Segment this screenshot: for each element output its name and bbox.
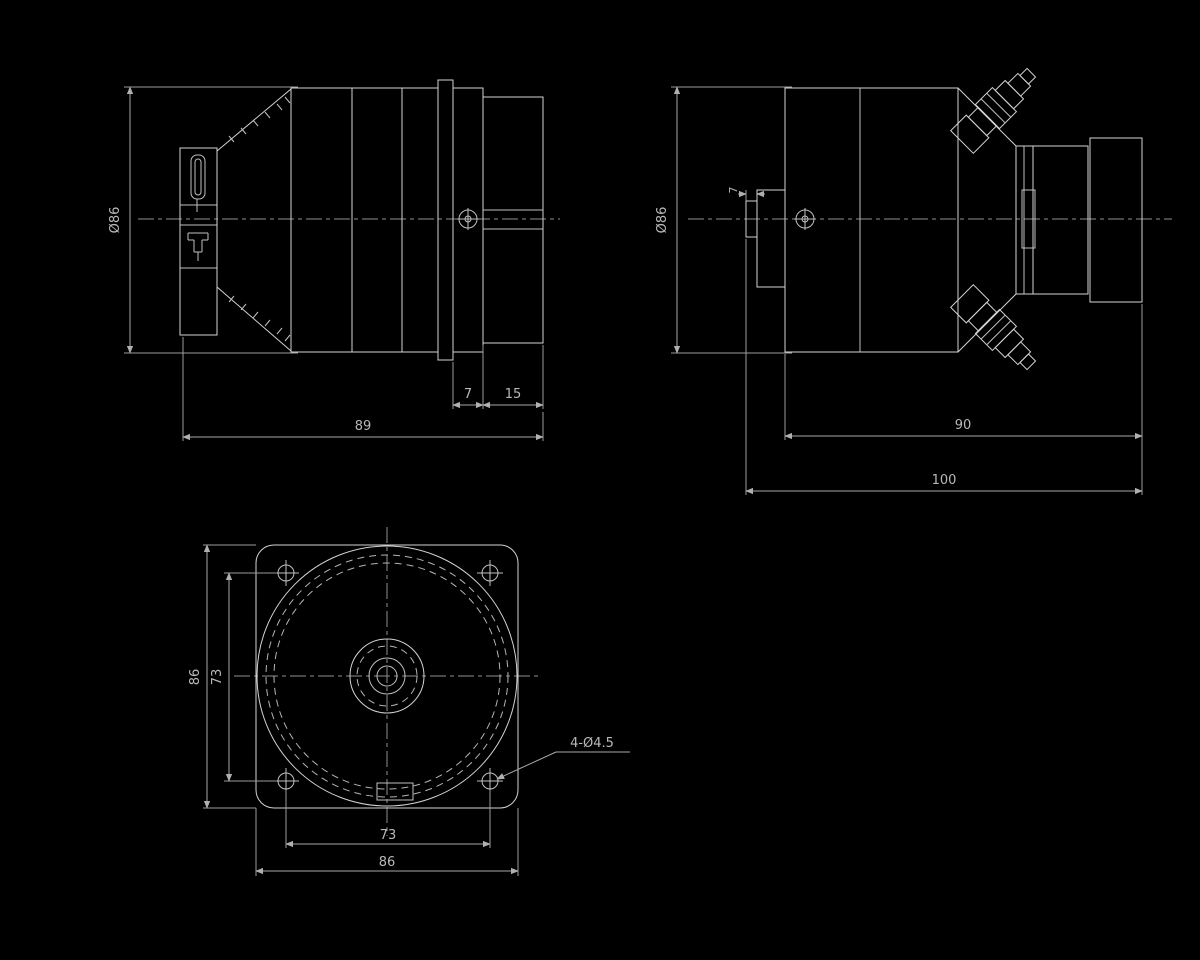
knurl-circle-outer <box>265 554 509 798</box>
dim-pin-label: 7 <box>727 187 740 194</box>
dim-overall-label: 100 <box>932 473 957 488</box>
dimension-pin: 7 <box>727 187 765 201</box>
cone-knurl-ticks-top <box>228 96 291 143</box>
dimension-overall-left: 89 <box>182 337 544 441</box>
main-body <box>784 87 959 353</box>
keyway-detail <box>1021 189 1036 249</box>
screw-symbol <box>457 208 479 230</box>
knurled-ring <box>351 87 403 353</box>
connector-housing <box>179 147 218 336</box>
cone-outline <box>216 88 292 352</box>
dimension-step: 7 <box>452 345 544 409</box>
t-key-feature <box>187 232 209 261</box>
dim-height-outer-label: 86 <box>188 669 203 686</box>
dim-diameter-label: Ø86 <box>108 207 123 234</box>
dimension-width-outer: 86 <box>255 808 519 876</box>
cone-outline <box>957 87 1017 353</box>
knurl-circle-inner <box>273 562 501 790</box>
connector-slot <box>190 154 206 200</box>
dim-height-holes-label: 73 <box>210 669 225 686</box>
dimension-width-holes: 73 <box>285 790 491 848</box>
dim-overall-label: 89 <box>355 419 372 434</box>
dimension-body: 90 <box>784 304 1143 440</box>
dimension-height-outer: 86 <box>188 544 256 809</box>
angled-connector-bottom <box>949 283 1037 371</box>
cone-section <box>216 88 292 352</box>
angled-connector-top <box>949 67 1037 155</box>
screw-symbol <box>794 208 816 230</box>
body-smooth-section <box>290 87 353 353</box>
center-bore <box>349 638 425 714</box>
left-side-view: Ø86 7 15 89 <box>108 79 560 441</box>
dimension-height-holes: 73 <box>210 572 277 782</box>
mounting-flange <box>255 544 519 809</box>
holes-callout-label: 4-Ø4.5 <box>570 736 614 751</box>
dim-width-outer-label: 86 <box>379 855 396 870</box>
dim-step-label: 7 <box>464 387 472 402</box>
rear-cylinder <box>1032 145 1089 295</box>
knurled-knob <box>1089 137 1143 303</box>
connector-divider-lines <box>180 204 217 269</box>
dimension-overall-right: 100 <box>745 239 1143 495</box>
dim-tip-label: 15 <box>505 387 522 402</box>
connector-slot-inner <box>194 158 202 196</box>
flange-ring <box>437 79 454 361</box>
dimension-diameter: Ø86 <box>108 86 298 354</box>
body-section <box>401 87 439 353</box>
rear-cylinder-lines <box>483 209 543 230</box>
cone-knurl-ticks-bottom <box>228 295 291 342</box>
dim-width-holes-label: 73 <box>380 828 397 843</box>
bottom-notch <box>376 782 414 801</box>
front-step <box>756 189 786 288</box>
rear-cylinder <box>482 96 544 344</box>
right-side-view: 7 <box>655 67 1172 495</box>
dim-body-label: 90 <box>955 418 972 433</box>
dimension-diameter: Ø86 <box>655 86 792 354</box>
side-connector-block <box>179 147 218 336</box>
body-outline-circle <box>256 545 518 807</box>
front-view: 86 73 73 86 4-Ø4.5 <box>188 527 630 876</box>
dim-diameter-label: Ø86 <box>655 207 670 234</box>
mounting-holes <box>273 560 503 794</box>
holes-callout: 4-Ø4.5 <box>496 736 630 780</box>
dimension-tip: 15 <box>482 387 544 409</box>
